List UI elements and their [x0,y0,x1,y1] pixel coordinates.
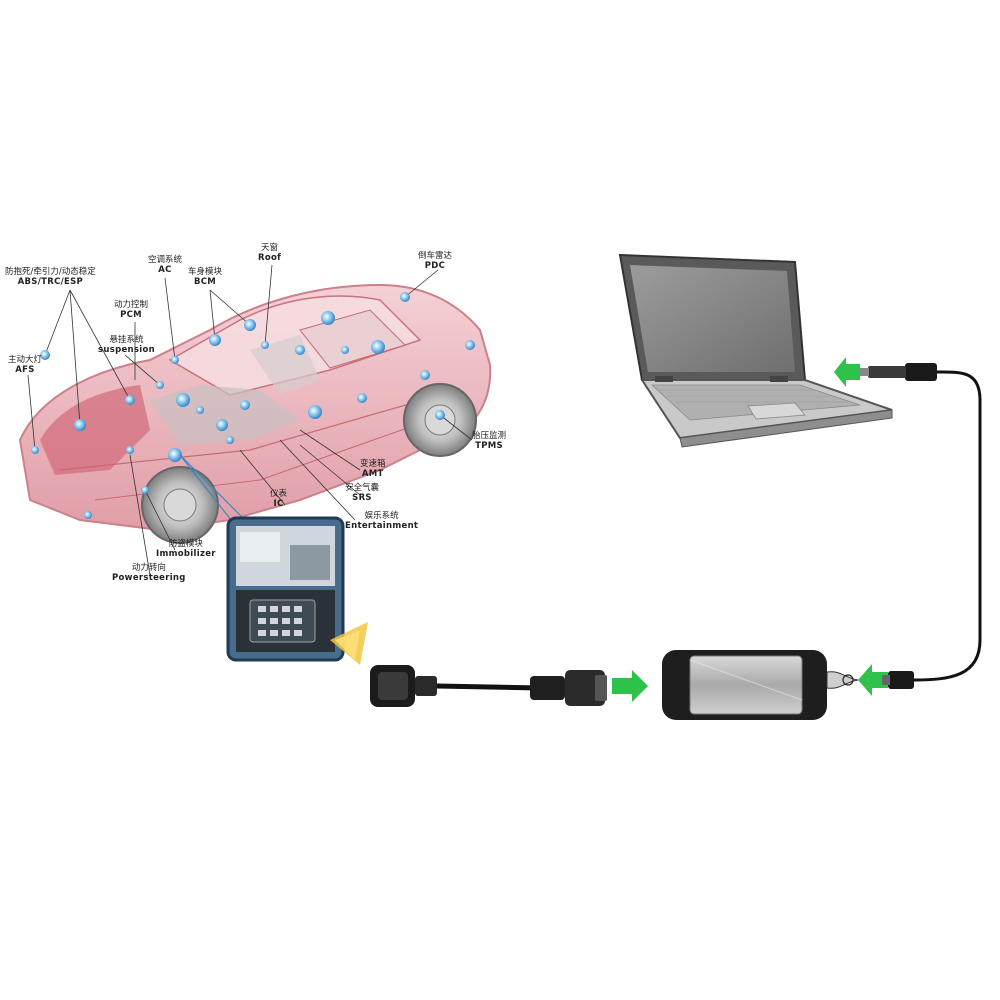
laptop-icon [618,253,893,448]
label-immobilizer: 防盗模块 Immobilizer [156,539,216,560]
label-bcm-cn: 车身模块 [188,267,223,277]
callout-lines [27,264,473,576]
label-afs: 主动大灯 AFS [8,355,43,376]
label-bcm: 车身模块 BCM [188,267,223,288]
module-nodes [31,292,475,519]
label-abs-en: ABS/TRC/ESP [17,276,84,287]
interface-box-icon [662,650,859,720]
obd-connector-icon [370,665,607,707]
label-bcm-en: BCM [193,276,217,287]
label-tpms: 胎压监测 TPMS [472,431,507,452]
label-srs-cn: 安全气囊 [345,483,380,493]
label-immobilizer-en: Immobilizer [156,548,216,559]
label-entertainment-cn: 娱乐系统 [364,511,399,521]
label-afs-en: AFS [15,364,35,375]
label-abs-cn: 防抱死/牵引力/动态稳定 [5,267,96,277]
label-powersteering: 动力转向 Powersteering [112,563,186,584]
obd-port-photo [179,454,368,665]
label-immobilizer-cn: 防盗模块 [168,539,203,549]
label-abs: 防抱死/牵引力/动态稳定 ABS/TRC/ESP [5,267,96,288]
label-ic-cn: 仪表 [270,489,288,499]
arrow-icon [834,357,860,387]
label-suspension: 悬挂系统 suspension [98,335,155,356]
label-powersteering-cn: 动力转向 [131,563,166,573]
label-pdc: 倒车雷达 PDC [418,251,453,272]
arrow-icon [612,670,648,702]
label-powersteering-en: Powersteering [112,572,186,583]
label-roof-en: Roof [258,252,282,263]
label-ac: 空调系统 AC [148,255,183,276]
label-roof: 天窗 Roof [258,243,282,264]
label-tpms-cn: 胎压监测 [472,431,507,441]
usb-plug-icon [860,363,982,689]
label-entertainment: 娱乐系统 Entertainment [345,511,419,532]
label-pcm-cn: 动力控制 [114,300,149,310]
label-roof-cn: 天窗 [261,243,279,253]
label-ic-en: IC [273,498,284,509]
label-amt-cn: 变速箱 [360,459,386,469]
label-tpms-en: TPMS [475,440,503,451]
label-pcm: 动力控制 PCM [114,300,149,321]
label-suspension-en: suspension [98,344,155,355]
arrow-icon [858,664,888,696]
label-srs: 安全气囊 SRS [345,483,380,504]
label-entertainment-en: Entertainment [345,520,419,531]
label-ac-en: AC [158,264,172,275]
label-srs-en: SRS [352,492,372,503]
label-pcm-en: PCM [120,309,142,320]
label-suspension-cn: 悬挂系统 [109,335,144,345]
label-afs-cn: 主动大灯 [8,355,43,365]
label-ac-cn: 空调系统 [148,255,183,265]
label-pdc-en: PDC [424,260,446,271]
label-amt: 变速箱 AMT [360,459,386,480]
label-ic: 仪表 IC [270,489,288,510]
label-pdc-cn: 倒车雷达 [418,251,453,261]
label-amt-en: AMT [361,468,384,479]
